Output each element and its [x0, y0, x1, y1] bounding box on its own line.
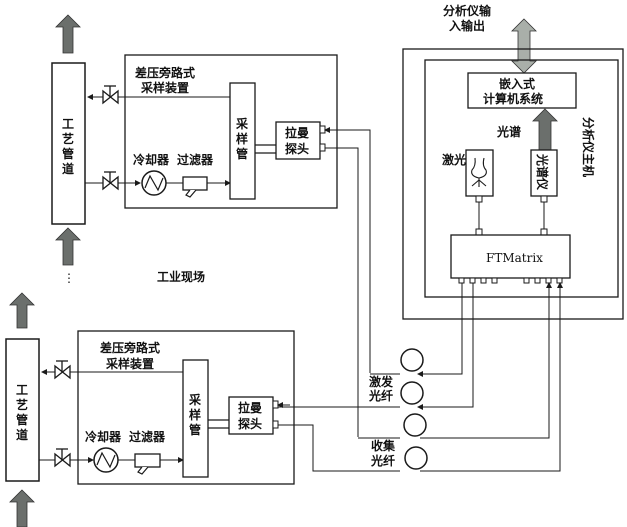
excitation-fiber-coil — [400, 381, 424, 405]
cooler-label: 冷却器 — [85, 429, 122, 444]
spectrum-arrow-icon — [532, 108, 558, 151]
pipe-label: 工 艺 管 道 — [62, 117, 74, 176]
collection-fiber-coil — [403, 413, 427, 437]
svg-text:计算机系统: 计算机系统 — [483, 91, 543, 106]
flow-up-arrow-icon — [55, 14, 81, 54]
svg-text:采: 采 — [235, 116, 248, 131]
filter-icon — [182, 176, 208, 198]
sampler-title: 采样装置 — [105, 356, 154, 371]
sampler-title: 差压旁路式 — [134, 65, 195, 80]
excitation-fiber-label: 激发 — [369, 374, 394, 389]
spectrometer-label: 光谱仪 — [535, 153, 550, 191]
sampler-box — [124, 54, 338, 209]
sampler-title: 采样装置 — [140, 80, 189, 95]
sample-tube — [182, 359, 209, 478]
svg-text:工: 工 — [16, 383, 28, 397]
analyzer-io-label: 分析仪输 — [443, 3, 492, 18]
filter-label: 过滤器 — [129, 429, 166, 444]
excitation-fiber-label: 光纤 — [368, 388, 393, 403]
svg-text:样: 样 — [236, 131, 248, 146]
svg-text:管: 管 — [62, 146, 74, 161]
valve-icon — [102, 171, 119, 191]
ftmatrix-ports — [458, 277, 563, 284]
laser-icon — [471, 157, 487, 187]
valve-icon — [54, 448, 71, 468]
flow-up-arrow-icon — [55, 227, 81, 266]
filter-label: 过滤器 — [177, 152, 214, 167]
svg-text:探头: 探头 — [238, 416, 262, 431]
raman-probe — [228, 396, 274, 435]
svg-text:嵌入式: 嵌入式 — [499, 76, 535, 91]
svg-text:采: 采 — [188, 392, 201, 407]
svg-text:拉曼: 拉曼 — [285, 125, 309, 140]
raman-probe — [275, 121, 321, 160]
analyzer: 分析仪输 入输出 分析仪主机 嵌入式 计算机系统 光谱 激光器 光谱仪 FTMa… — [402, 3, 624, 320]
cooler-label: 冷却器 — [133, 152, 170, 167]
analyzer-io-label: 入输出 — [449, 18, 485, 33]
unit-2: 工 艺 管 道 差压旁路式 采样装置 — [5, 292, 295, 527]
svg-text:艺: 艺 — [16, 397, 28, 412]
valve-icon — [102, 85, 119, 105]
svg-text:艺: 艺 — [62, 131, 74, 146]
fiber-routing — [277, 127, 563, 472]
pipe-label: 工 艺 管 道 — [16, 383, 28, 442]
svg-text:管: 管 — [189, 422, 201, 437]
cooler-icon — [141, 170, 167, 196]
process-pipe — [5, 338, 40, 482]
fiber-coils — [400, 348, 428, 470]
collection-fiber-label: 光纤 — [370, 453, 395, 468]
analyzer-host-box — [424, 59, 619, 298]
flow-up-arrow-icon — [9, 292, 35, 329]
analyzer-outer-box — [402, 48, 624, 320]
svg-text:探头: 探头 — [285, 141, 309, 156]
svg-text:工: 工 — [62, 117, 74, 131]
svg-text:道: 道 — [62, 161, 74, 176]
spectrometer — [530, 149, 558, 197]
ftmatrix — [450, 234, 571, 279]
process-pipe — [51, 62, 86, 225]
sampler-title: 差压旁路式 — [99, 340, 160, 355]
embedded-computer — [467, 72, 577, 109]
svg-text:管: 管 — [236, 146, 248, 161]
valve-icon — [54, 360, 71, 380]
excitation-fiber-coil — [400, 348, 424, 372]
spectrum-label: 光谱 — [496, 124, 521, 139]
ftmatrix-label: FTMatrix — [486, 251, 543, 265]
collection-fiber-coil — [404, 446, 428, 470]
svg-text:道: 道 — [16, 427, 28, 442]
svg-text:管: 管 — [16, 412, 28, 427]
unit-1: ⋮ 工 艺 管 道 差压旁路式 采样装置 — [51, 14, 338, 285]
laser — [465, 149, 494, 197]
flow-up-arrow-icon — [9, 489, 35, 527]
collection-fiber-label: 收集 — [371, 438, 396, 453]
bidirectional-arrow-icon — [511, 18, 537, 74]
analyzer-host-label: 分析仪主机 — [581, 117, 596, 177]
ellipsis: ⋮ — [63, 271, 75, 285]
cooler-icon — [93, 447, 119, 473]
svg-text:拉曼: 拉曼 — [238, 400, 262, 415]
sample-tube — [229, 82, 256, 200]
field-label: 工业现场 — [157, 269, 205, 284]
svg-text:样: 样 — [189, 407, 201, 422]
filter-icon — [134, 453, 161, 475]
